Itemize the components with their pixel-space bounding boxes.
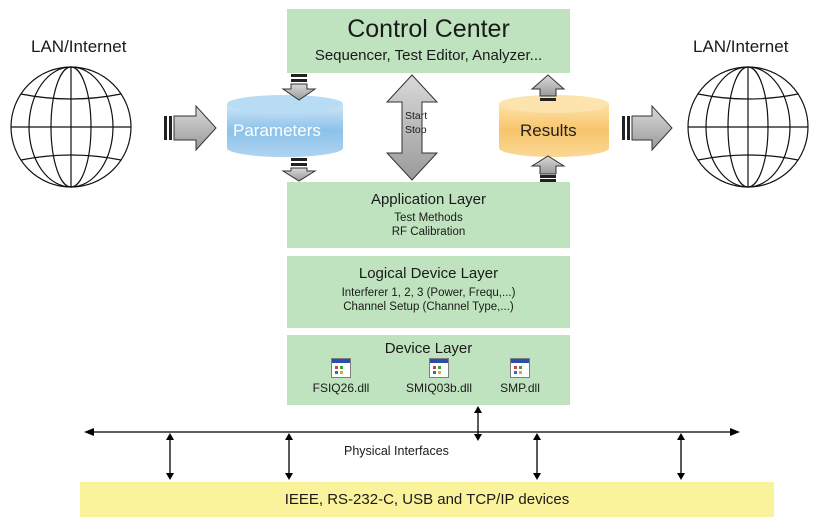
bus-connectors — [166, 406, 685, 480]
physical-interfaces-label: Physical Interfaces — [344, 444, 449, 458]
control-center-title: Control Center — [347, 15, 510, 43]
start-label: Start — [405, 110, 428, 122]
dll-item: FSIQ26.dll — [301, 358, 381, 395]
connector-device-layer-icon — [474, 406, 482, 441]
devices-bar: IEEE, RS-232-C, USB and TCP/IP devices — [80, 482, 774, 517]
globe-left-icon — [10, 66, 132, 188]
control-center-subtitle: Sequencer, Test Editor, Analyzer... — [314, 47, 543, 64]
results-cylinder-icon — [499, 95, 609, 157]
logical-device-layer-line: Channel Setup (Channel Type,...) — [343, 301, 514, 313]
dll-file-icon — [429, 358, 449, 378]
dll-label: SMIQ03b.dll — [405, 381, 473, 395]
arrow-lan-to-parameters-icon — [164, 104, 217, 152]
dll-label: SMP.dll — [500, 381, 540, 395]
control-center-box: Control Center Sequencer, Test Editor, A… — [287, 9, 570, 73]
connector-4-icon — [677, 433, 685, 480]
devices-bar-label: IEEE, RS-232-C, USB and TCP/IP devices — [284, 491, 570, 508]
arrow-results-to-control-icon — [530, 74, 566, 101]
parameters-cylinder-icon — [227, 95, 343, 157]
physical-bus-line — [84, 428, 740, 436]
dll-file-icon — [331, 358, 351, 378]
arrow-results-to-lan-icon — [622, 104, 673, 152]
results-label: Results — [520, 121, 577, 140]
lan-right-label: LAN/Internet — [693, 37, 789, 56]
parameters-label: Parameters — [233, 121, 321, 140]
dll-label: FSIQ26.dll — [312, 381, 370, 395]
dll-item: SMP.dll — [480, 358, 560, 395]
arrow-control-to-parameters-icon — [281, 74, 317, 101]
logical-device-layer-title: Logical Device Layer — [358, 265, 499, 282]
application-layer-title: Application Layer — [370, 191, 487, 208]
lan-left-label: LAN/Internet — [31, 37, 127, 56]
application-layer-line: Test Methods — [394, 212, 463, 224]
logical-device-layer-line: Interferer 1, 2, 3 (Power, Frequ,...) — [341, 287, 516, 299]
arrow-parameters-to-app-icon — [281, 158, 317, 182]
dll-item: SMIQ03b.dll — [399, 358, 479, 395]
application-layer-line: RF Calibration — [391, 226, 466, 238]
arrow-app-to-results-icon — [530, 155, 566, 182]
logical-device-layer-box: Logical Device Layer Interferer 1, 2, 3 … — [287, 256, 570, 328]
connector-2-icon — [285, 433, 293, 480]
connector-1-icon — [166, 433, 174, 480]
start-stop-double-arrow-icon — [385, 74, 439, 181]
application-layer-box: Application Layer Test Methods RF Calibr… — [287, 182, 570, 248]
globe-right-icon — [687, 66, 809, 188]
device-layer-title: Device Layer — [384, 340, 473, 357]
stop-label: Stop — [405, 124, 427, 136]
connector-3-icon — [533, 433, 541, 480]
dll-file-icon — [510, 358, 530, 378]
